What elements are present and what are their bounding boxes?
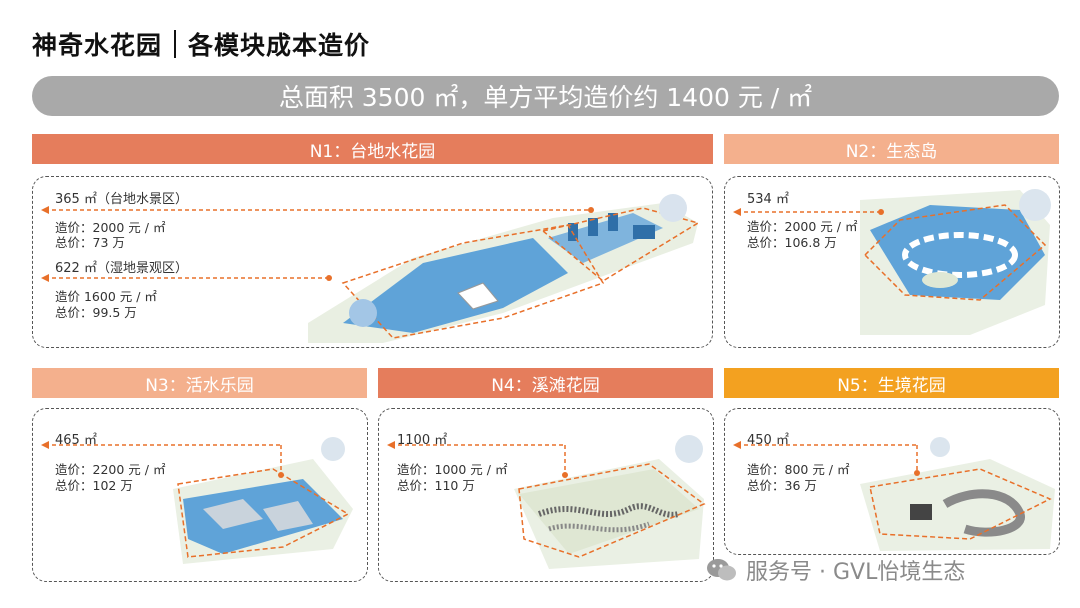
title-divider <box>174 30 177 58</box>
n2-panel: 534 ㎡ 造价：2000 元 / ㎡ 总价：106.8 万 <box>724 176 1060 348</box>
watermark-text: 服务号 · GVL怡境生态 <box>746 560 966 585</box>
summary-banner: 总面积 3500 ㎡，单方平均造价约 1400 元 / ㎡ <box>32 76 1059 116</box>
n4-area: 1100 ㎡ <box>397 433 448 448</box>
n1-zone2-area: 622 ㎡（湿地景观区） <box>55 261 188 276</box>
n5-total: 总价：36 万 <box>747 478 817 493</box>
n3-header: N3：活水乐园 <box>32 368 367 398</box>
n2-total: 总价：106.8 万 <box>747 235 837 250</box>
n1-panel: 365 ㎡（台地水景区） 造价：2000 元 / ㎡ 总价：73 万 622 ㎡… <box>32 176 713 348</box>
n3-price: 造价：2200 元 / ㎡ <box>55 462 166 477</box>
n2-pointer-line <box>733 208 884 216</box>
n1-pointer-lines <box>41 206 594 214</box>
n2-area: 534 ㎡ <box>747 192 789 207</box>
n2-scene-illustration <box>860 189 1051 335</box>
n4-scene-illustration <box>514 435 706 569</box>
n1-zone2-price: 造价 1600 元 / ㎡ <box>55 289 157 304</box>
n4-pointer-line <box>387 441 568 478</box>
n1-zone2-total: 总价：99.5 万 <box>55 305 137 320</box>
n1-scene-illustration <box>308 194 700 343</box>
n2-header: N2：生态岛 <box>724 134 1059 164</box>
n2-price: 造价：2000 元 / ㎡ <box>747 219 858 234</box>
n1-zone1-area: 365 ㎡（台地水景区） <box>55 192 188 207</box>
n1-pointer-line-2 <box>41 274 332 282</box>
n5-price: 造价：800 元 / ㎡ <box>747 462 850 477</box>
page-subtitle: 各模块成本造价 <box>188 31 371 60</box>
n4-panel: 1100 ㎡ 造价：1000 元 / ㎡ 总价：110 万 <box>378 408 714 582</box>
n1-header: N1：台地水花园 <box>32 134 713 164</box>
n1-zone1-total: 总价：73 万 <box>55 235 125 250</box>
page-title-row: 神奇水花园 各模块成本造价 <box>32 26 370 62</box>
n3-area: 465 ㎡ <box>55 433 97 448</box>
n5-panel: 450 ㎡ 造价：800 元 / ㎡ 总价：36 万 <box>724 408 1060 555</box>
wechat-icon <box>707 559 736 581</box>
n3-panel: 465 ㎡ 造价：2200 元 / ㎡ 总价：102 万 <box>32 408 368 582</box>
n1-zone1-price: 造价：2000 元 / ㎡ <box>55 220 166 235</box>
n3-scene-illustration <box>173 437 353 564</box>
n3-pointer-line <box>41 441 284 478</box>
page-title: 神奇水花园 <box>32 31 163 60</box>
n5-scene-illustration <box>860 437 1055 551</box>
n4-header: N4：溪滩花园 <box>378 368 713 398</box>
n5-header: N5：生境花园 <box>724 368 1059 398</box>
n5-area: 450 ㎡ <box>747 433 789 448</box>
watermark: 服务号 · GVL怡境生态 <box>706 555 1066 585</box>
n4-price: 造价：1000 元 / ㎡ <box>397 462 508 477</box>
n3-total: 总价：102 万 <box>55 478 133 493</box>
n4-total: 总价：110 万 <box>397 478 475 493</box>
n5-pointer-line <box>733 441 920 476</box>
